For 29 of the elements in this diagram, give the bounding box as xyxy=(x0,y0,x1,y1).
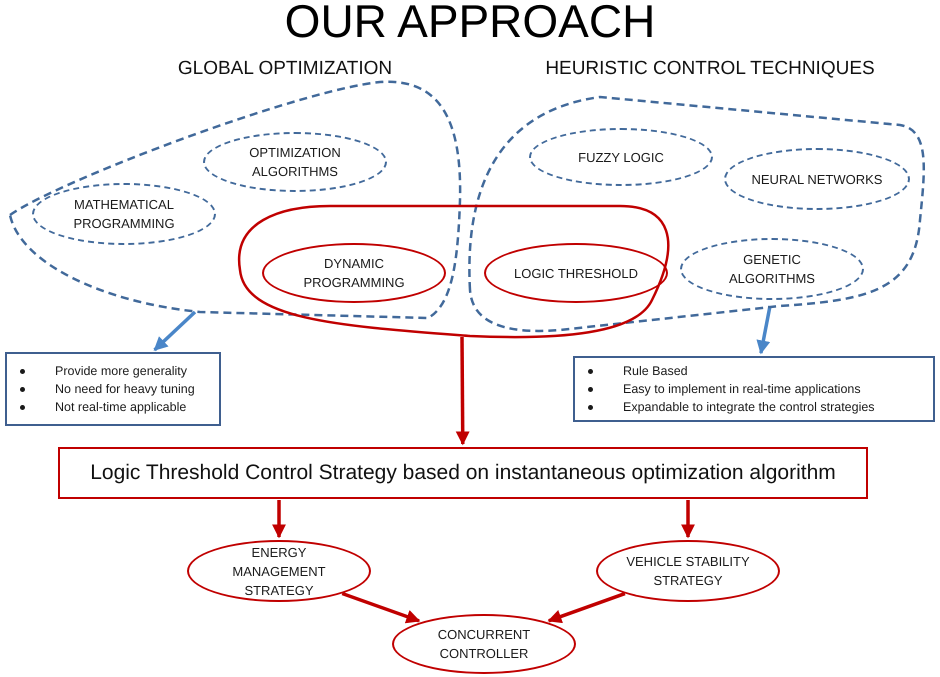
bullet-list-box xyxy=(5,352,221,426)
bullet-item: Not real-time applicable xyxy=(55,399,186,416)
ellipse-node: CONCURRENT CONTROLLER xyxy=(392,614,576,674)
ellipse-node: ENERGY MANAGEMENT STRATEGY xyxy=(187,540,371,602)
bullet-item: Expandable to integrate the control strategies xyxy=(623,399,875,416)
arrow xyxy=(756,306,772,354)
bullet-item: Provide more generality xyxy=(55,363,188,380)
ellipse-node: GENETIC ALGORITHMS xyxy=(680,238,864,300)
arrow xyxy=(272,500,286,538)
arrow xyxy=(456,336,470,446)
strategy-box: Logic Threshold Control Strategy based on instantaneous optimization algorithm xyxy=(58,447,868,499)
region-heading: HEURISTIC CONTROL TECHNIQUES xyxy=(544,58,876,80)
arrow xyxy=(681,500,695,538)
ellipse-node: FUZZY LOGIC xyxy=(529,128,713,186)
ellipse-node: LOGIC THRESHOLD xyxy=(484,243,668,303)
diagram-title: OUR APPROACH xyxy=(284,0,656,48)
arrow xyxy=(342,592,420,624)
ellipse-node: OPTIMIZATION ALGORITHMS xyxy=(203,132,387,192)
bullet-item: No need for heavy tuning xyxy=(55,381,195,398)
region-heading: GLOBAL OPTIMIZATION xyxy=(176,58,394,80)
ellipse-node: DYNAMIC PROGRAMMING xyxy=(262,243,446,303)
ellipse-node: VEHICLE STABILITY STRATEGY xyxy=(596,540,780,602)
bullet-item: Rule Based xyxy=(623,363,688,380)
bullet-item: Easy to implement in real-time applications xyxy=(623,381,861,398)
arrow xyxy=(153,310,196,352)
bullet-list-box xyxy=(573,356,935,422)
ellipse-node: NEURAL NETWORKS xyxy=(724,148,910,210)
arrow xyxy=(547,592,626,624)
ellipse-node: MATHEMATICAL PROGRAMMING xyxy=(32,183,216,245)
